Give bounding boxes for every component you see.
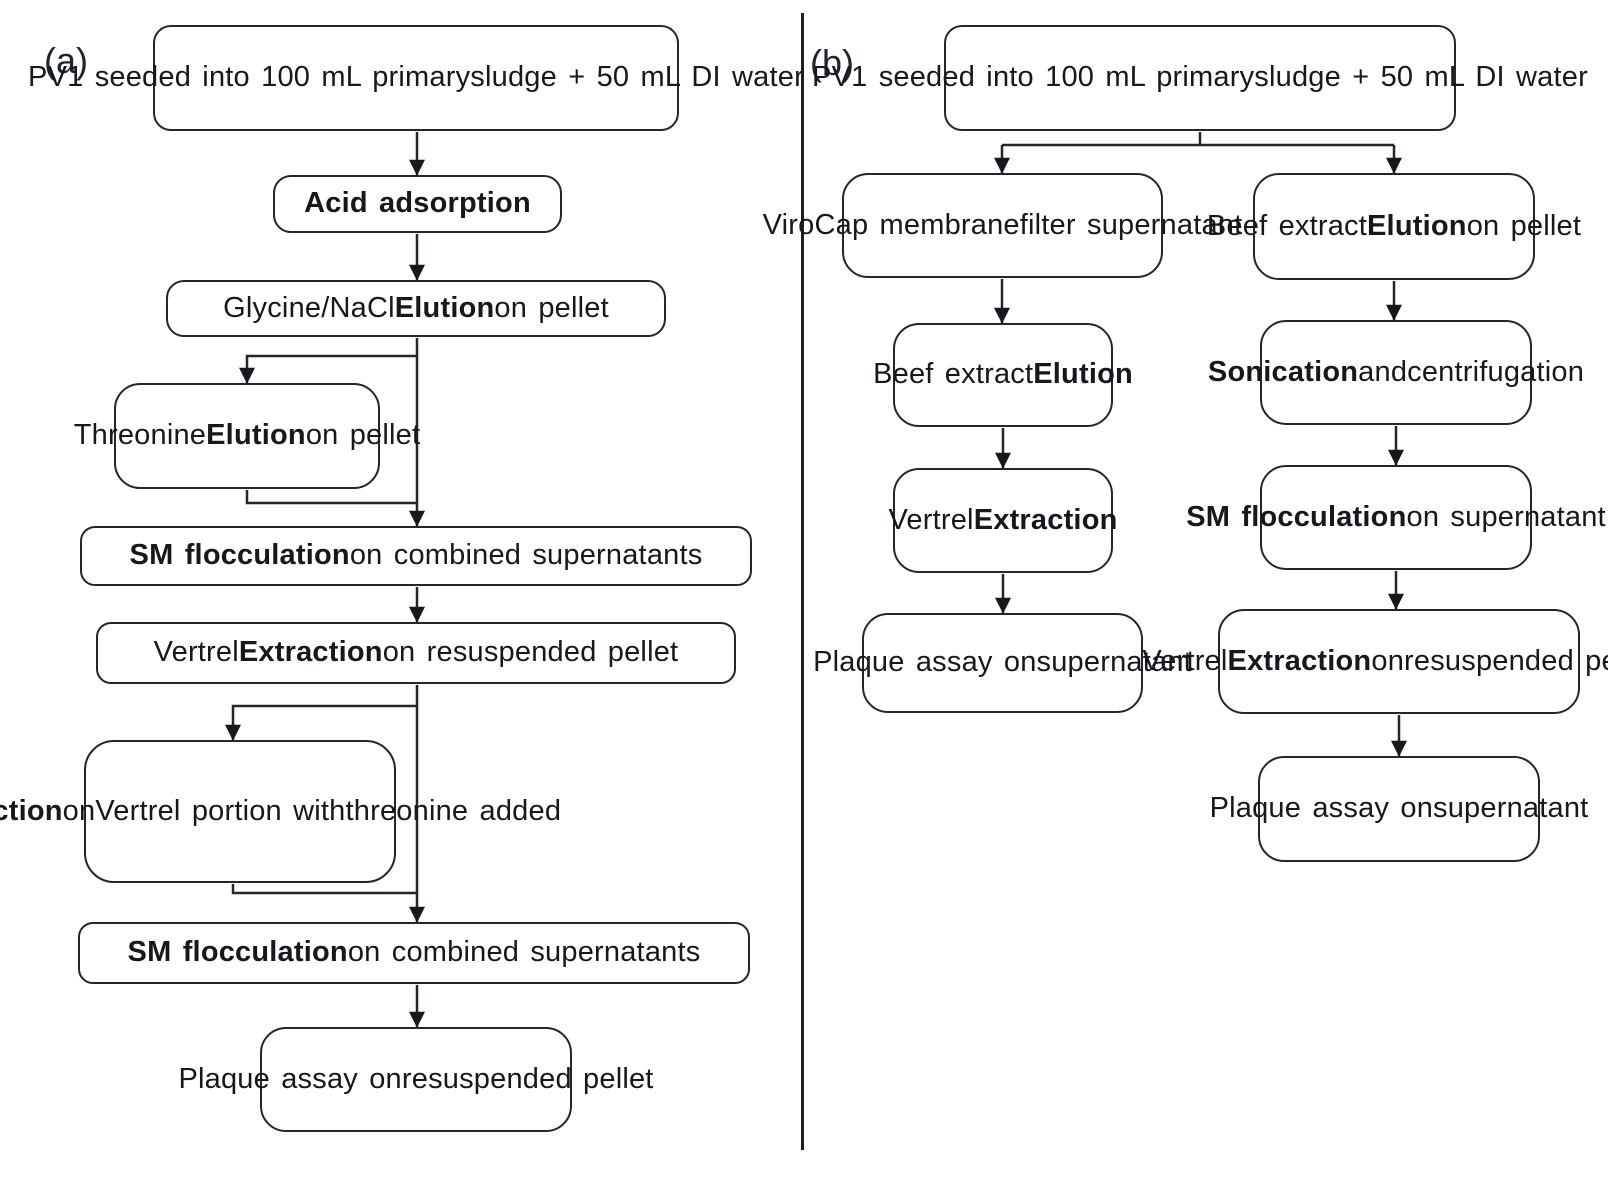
node-a-acid-adsorption: Acid adsorption bbox=[273, 175, 562, 233]
line-a-threonine-return bbox=[245, 490, 418, 505]
panel-divider bbox=[801, 13, 804, 1150]
panel-a-label: (a) bbox=[44, 40, 88, 81]
arrow-a-branch-to-extraction bbox=[224, 704, 417, 741]
node-a-sm-flocculation-2: SM flocculation on combined supernatants bbox=[78, 922, 750, 984]
line-a-extraction-return bbox=[231, 884, 418, 895]
panel-b-label: (b) bbox=[810, 42, 854, 83]
node-a-glycine-nacl-elution: Glycine/NaCl Elution on pellet bbox=[166, 280, 666, 337]
node-a-vertrel-extraction: Vertrel Extraction on resuspended pellet bbox=[96, 622, 736, 684]
node-a-sm-flocculation-1: SM flocculation on combined supernatants bbox=[80, 526, 752, 586]
arrow-a-branch-to-threonine bbox=[238, 354, 417, 384]
